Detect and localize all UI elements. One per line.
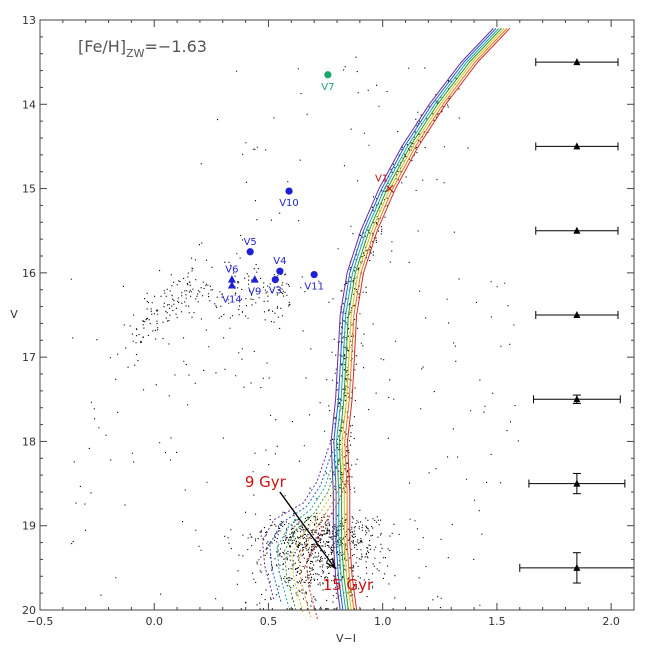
age-arrow-head (325, 557, 336, 570)
error-bars (519, 58, 635, 584)
isochrone-turnoff (283, 458, 340, 611)
variable-v4-marker (276, 267, 284, 275)
y-tick-label: 13 (22, 14, 36, 27)
age-arrow: 9 Gyr 15 Gyr (245, 473, 374, 594)
y-tick-label: 15 (22, 183, 36, 196)
variable-v11-label: V11 (304, 282, 324, 293)
error-bar-marker (573, 479, 581, 487)
y-tick-label: 20 (22, 604, 36, 617)
variable-v3-marker (271, 276, 279, 284)
error-bar-marker (573, 311, 581, 318)
variable-v5-marker (246, 248, 254, 256)
age-end-label: 15 Gyr (323, 576, 374, 594)
variable-v14-label: V14 (222, 295, 242, 306)
error-bar (528, 472, 626, 495)
variable-v3-label: V3 (269, 286, 282, 297)
variable-v10-label: V10 (279, 198, 299, 209)
error-bar (519, 552, 635, 584)
y-tick-label: 19 (22, 520, 36, 533)
variable-v1-label: V1 (375, 174, 388, 185)
isochrone-rgb (344, 28, 508, 611)
variable-v6-marker (227, 275, 236, 283)
x-tick-label: −0.5 (27, 615, 54, 628)
isochrone-rgb (335, 28, 500, 611)
isochrone-turnoff (276, 454, 337, 607)
age-arrow-line (279, 491, 336, 569)
y-tick-label: 16 (22, 267, 36, 280)
variable-v7-marker (324, 71, 332, 79)
y-tick-label: 17 (22, 351, 36, 364)
variable-v4-label: V4 (273, 256, 286, 267)
error-bar (535, 311, 619, 319)
error-bar (535, 58, 619, 67)
isochrone-turnoff (298, 464, 348, 617)
isochrone-turnoff (291, 461, 344, 614)
isochrone-rgb (346, 28, 511, 611)
x-tick-label: 2.0 (602, 615, 620, 628)
error-bar-marker (573, 58, 581, 66)
variable-v1-marker (386, 185, 393, 192)
isochrone-rgb (333, 28, 497, 611)
isochrone-turnoff (269, 451, 333, 604)
x-tick-label: 0.0 (145, 615, 163, 628)
variable-v9-label: V9 (248, 287, 261, 298)
variable-v5-label: V5 (244, 237, 257, 248)
isochrone-rgb (341, 28, 505, 611)
variable-v11-marker (310, 270, 318, 279)
error-bar (535, 142, 619, 151)
error-bar (532, 394, 621, 404)
x-tick-label: 1.0 (374, 615, 392, 628)
y-tick-label: 18 (22, 435, 36, 448)
variable-v9-marker (250, 275, 259, 283)
isochrones (261, 28, 511, 621)
field-star-points (70, 56, 519, 610)
isochrone-rgb (330, 28, 494, 611)
y-axis-label: V (10, 308, 18, 321)
error-bar-marker (573, 226, 581, 234)
age-start-label: 9 Gyr (245, 473, 287, 491)
isochrone-turnoff (305, 468, 351, 621)
y-tick-label: 14 (22, 98, 36, 111)
x-tick-label: 1.5 (488, 615, 506, 628)
error-bar-marker (573, 395, 581, 403)
isochrone-rgb (338, 28, 502, 611)
variable-v10-marker (285, 187, 293, 195)
error-bar (535, 226, 619, 235)
metallicity-label: [Fe/H]ZW=−1.63 (78, 37, 207, 60)
variable-v6-label: V6 (225, 265, 238, 276)
variable-v7-label: V7 (321, 82, 334, 93)
axes: −0.5 0.0 0.5 1.0 1.5 2.0 13 14 15 16 17 18 19 20 (22, 14, 635, 628)
variable-v14-marker (227, 281, 236, 289)
error-bar-marker (573, 563, 581, 571)
x-tick-label: 0.5 (260, 615, 278, 628)
field-stars (70, 56, 519, 610)
x-axis-label: V−I (336, 632, 356, 645)
error-bar-marker (573, 142, 581, 150)
